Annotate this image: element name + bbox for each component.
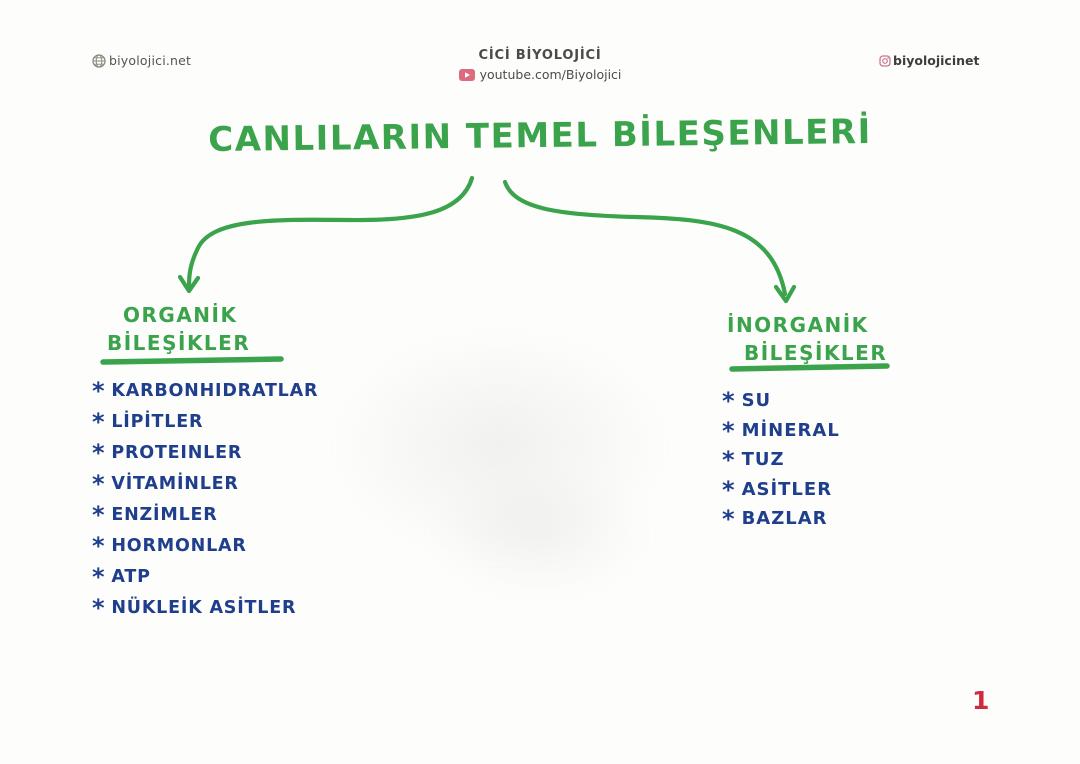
- website-label: biyolojici.net: [109, 53, 192, 68]
- list-item-label: PROTEINLER: [111, 443, 243, 463]
- asterisk-bullet: *: [92, 408, 106, 436]
- heading-line: İNORGANİK: [727, 313, 869, 337]
- list-item: *LİPİTLER: [92, 405, 318, 436]
- asterisk-bullet: *: [722, 505, 736, 533]
- right-arrowhead: [773, 284, 797, 304]
- youtube-credit: youtube.com/Biyolojici: [0, 67, 1080, 82]
- youtube-icon: [458, 68, 475, 81]
- left-branch-arrow: [186, 175, 475, 289]
- heading-line: BİLEŞİKLER: [107, 331, 251, 355]
- list-item-label: ASİTLER: [741, 478, 833, 500]
- website-credit: biyolojici.net: [92, 53, 191, 68]
- asterisk-bullet: *: [722, 475, 736, 504]
- list-item-label: VİTAMİNLER: [111, 474, 239, 494]
- list-item-label: ATP: [111, 567, 151, 587]
- asterisk-bullet: *: [92, 501, 106, 529]
- list-item: *ENZİMLER: [92, 498, 318, 529]
- page-title: CANLILARIN TEMEL BİLEŞENLERİ: [208, 111, 872, 161]
- asterisk-bullet: *: [722, 387, 736, 415]
- paper-bleedthrough: [330, 330, 670, 560]
- list-item: *MİNERAL: [722, 414, 840, 445]
- channel-header: CİCİ BİYOLOJİCİ youtube.com/Biyolojici: [0, 48, 1080, 82]
- list-item-label: KARBONHIDRATLAR: [111, 381, 319, 401]
- list-item-label: HORMONLAR: [111, 536, 247, 556]
- list-item: *BAZLAR: [722, 502, 840, 533]
- asterisk-bullet: *: [92, 532, 106, 560]
- list-item: *NÜKLEİK ASİTLER: [92, 591, 318, 622]
- left-heading-underline: [100, 356, 284, 365]
- asterisk-bullet: *: [92, 377, 106, 405]
- list-item-label: BAZLAR: [741, 508, 828, 529]
- instagram-handle: biyolojicinet: [893, 53, 980, 68]
- list-item: *HORMONLAR: [92, 529, 318, 560]
- youtube-handle: youtube.com/Biyolojici: [479, 67, 622, 82]
- left-arrowhead: [177, 274, 201, 294]
- asterisk-bullet: *: [92, 470, 106, 498]
- list-item: *VİTAMİNLER: [92, 467, 318, 498]
- heading-line: ORGANİK: [123, 303, 238, 327]
- asterisk-bullet: *: [722, 446, 736, 474]
- channel-name: CİCİ BİYOLOJİCİ: [478, 48, 602, 63]
- page-number: 1: [972, 686, 990, 715]
- list-item: *TUZ: [722, 443, 840, 474]
- list-item-label: SU: [741, 390, 772, 411]
- list-item: *PROTEINLER: [92, 436, 318, 467]
- list-item-label: NÜKLEİK ASİTLER: [111, 598, 297, 618]
- organic-compounds-heading: ORGANİK BİLEŞİKLER: [107, 301, 250, 357]
- list-item: *ATP: [92, 560, 318, 591]
- heading-line: BİLEŞİKLER: [744, 341, 888, 365]
- asterisk-bullet: *: [92, 594, 106, 622]
- instagram-icon: [879, 54, 891, 67]
- globe-icon: [92, 53, 106, 68]
- list-item-label: MİNERAL: [741, 419, 840, 441]
- list-item: *KARBONHIDRATLAR: [92, 374, 318, 405]
- list-item: *ASİTLER: [722, 473, 840, 504]
- instagram-credit: biyolojicinet: [879, 53, 979, 68]
- asterisk-bullet: *: [722, 416, 736, 445]
- list-item: *SU: [722, 384, 840, 415]
- paper-bleedthrough: [430, 470, 650, 600]
- list-item-label: LİPİTLER: [111, 412, 204, 432]
- list-item-label: ENZİMLER: [111, 505, 218, 525]
- organic-compounds-list: *KARBONHIDRATLAR *LİPİTLER *PROTEINLER *…: [92, 374, 318, 622]
- right-branch-arrow: [502, 179, 788, 297]
- list-item-label: TUZ: [741, 449, 785, 470]
- inorganic-compounds-heading: İNORGANİK BİLEŞİKLER: [727, 311, 887, 367]
- inorganic-compounds-list: *SU *MİNERAL *TUZ *ASİTLER *BAZLAR: [722, 384, 840, 533]
- asterisk-bullet: *: [92, 439, 106, 467]
- asterisk-bullet: *: [92, 563, 106, 591]
